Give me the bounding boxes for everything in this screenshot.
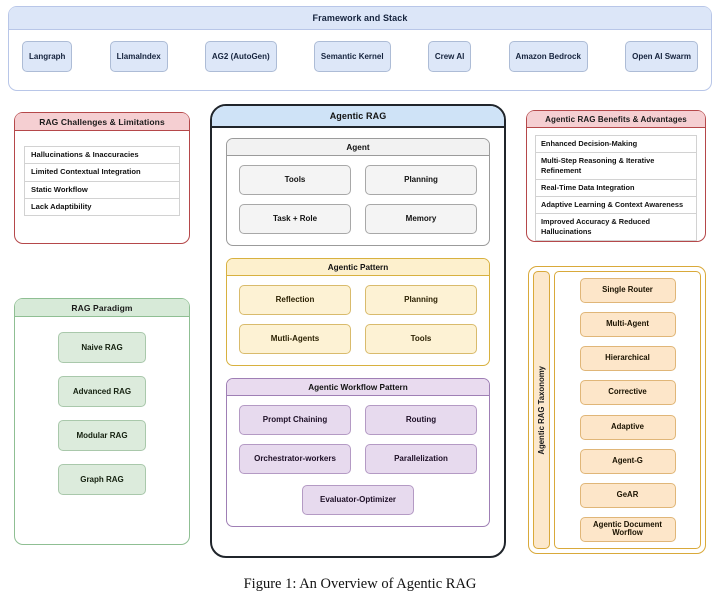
agentic-rag-benefits-body: Enhanced Decision-Making Multi-Step Reas… [527,128,705,249]
paradigm-chip-naive-rag[interactable]: Naive RAG [58,332,146,363]
rag-paradigm-body: Naive RAG Advanced RAG Modular RAG Graph… [15,317,189,504]
framework-chip-langraph[interactable]: Langraph [22,41,73,72]
agentic-rag-taxonomy-title: Agentic RAG Taxonomy [537,365,546,455]
list-item: Multi-Step Reasoning & Iterative Refinem… [536,153,696,180]
rag-paradigm-list: Naive RAG Advanced RAG Modular RAG Graph… [24,325,180,495]
list-item: Hallucinations & Inaccuracies [25,147,179,165]
agentic-workflow-grid: Prompt Chaining Routing Orchestrator-wor… [227,396,489,485]
framework-chip-row: Langraph LlamaIndex AG2 (AutoGen) Semant… [9,30,711,72]
framework-and-stack-title: Framework and Stack [9,7,711,30]
agentic-workflow-pattern-title: Agentic Workflow Pattern [227,379,489,396]
agent-grid: Tools Planning Task + Role Memory [227,156,489,245]
paradigm-chip-advanced-rag[interactable]: Advanced RAG [58,376,146,407]
workflow-cell-parallelization[interactable]: Parallelization [365,444,477,474]
agent-cell-memory[interactable]: Memory [365,204,477,234]
list-item: Static Workflow [25,182,179,199]
taxonomy-chip-corrective[interactable]: Corrective [579,380,676,406]
agent-panel: Agent Tools Planning Task + Role Memory [226,138,490,246]
agent-cell-tools[interactable]: Tools [239,165,351,195]
figure-caption: Figure 1: An Overview of Agentic RAG [243,576,477,592]
framework-chip-open-ai-swarm[interactable]: Open AI Swarm [625,41,698,72]
list-item: Adaptive Learning & Context Awareness [536,197,696,214]
taxonomy-chip-hierarchical[interactable]: Hierarchical [579,346,676,372]
pattern-cell-planning[interactable]: Planning [365,285,477,315]
agentic-workflow-solo-row: Evaluator-Optimizer [227,485,489,526]
agentic-rag-body: Agent Tools Planning Task + Role Memory … [212,128,504,527]
list-item: Improved Accuracy & Reduced Hallucinatio… [536,214,696,241]
workflow-cell-prompt-chaining[interactable]: Prompt Chaining [239,405,351,435]
agentic-rag-benefits-panel: Agentic RAG Benefits & Advantages Enhanc… [526,110,706,242]
framework-and-stack-panel: Framework and Stack Langraph LlamaIndex … [8,6,712,91]
agentic-rag-taxonomy-list: Single Router Multi-Agent Hierarchical C… [554,271,701,549]
agentic-workflow-pattern-panel: Agentic Workflow Pattern Prompt Chaining… [226,378,490,527]
taxonomy-chip-agent-g[interactable]: Agent-G [579,448,676,474]
rag-paradigm-panel: RAG Paradigm Naive RAG Advanced RAG Modu… [14,298,190,545]
agent-cell-planning[interactable]: Planning [365,165,477,195]
pattern-cell-multi-agents[interactable]: Mutli-Agents [239,324,351,354]
framework-chip-crew-ai[interactable]: Crew AI [427,41,472,72]
taxonomy-chip-multi-agent[interactable]: Multi-Agent [579,312,676,338]
list-item: Limited Contextual Integration [25,164,179,182]
taxonomy-chip-agentic-document-workflow[interactable]: Agentic Document Worflow [579,516,676,542]
taxonomy-chip-gear[interactable]: GeAR [579,482,676,508]
rag-challenges-title: RAG Challenges & Limitations [15,113,189,131]
agent-cell-task-role[interactable]: Task + Role [239,204,351,234]
agentic-pattern-panel: Agentic Pattern Reflection Planning Mutl… [226,258,490,366]
list-item: Lack Adaptibility [25,199,179,216]
agentic-rag-taxonomy-title-bar: Agentic RAG Taxonomy [533,271,550,549]
agent-title: Agent [227,139,489,156]
framework-chip-semantic-kernel[interactable]: Semantic Kernel [313,41,391,72]
workflow-cell-evaluator-optimizer[interactable]: Evaluator-Optimizer [302,485,414,515]
agentic-rag-benefits-title: Agentic RAG Benefits & Advantages [527,111,705,128]
agentic-pattern-title: Agentic Pattern [227,259,489,276]
list-item: Enhanced Decision-Making [536,136,696,153]
agentic-rag-benefits-list: Enhanced Decision-Making Multi-Step Reas… [535,135,697,241]
rag-paradigm-title: RAG Paradigm [15,299,189,317]
rag-challenges-body: Hallucinations & Inaccuracies Limited Co… [15,131,189,225]
agentic-rag-panel: Agentic RAG Agent Tools Planning Task + … [210,104,506,558]
framework-chip-ag2-autogen[interactable]: AG2 (AutoGen) [204,41,277,72]
rag-challenges-panel: RAG Challenges & Limitations Hallucinati… [14,112,190,244]
pattern-cell-reflection[interactable]: Reflection [239,285,351,315]
agentic-rag-title: Agentic RAG [212,106,504,128]
agentic-rag-taxonomy-panel: Agentic RAG Taxonomy Single Router Multi… [528,266,706,554]
taxonomy-chip-single-router[interactable]: Single Router [579,278,676,303]
paradigm-chip-graph-rag[interactable]: Graph RAG [58,464,146,495]
rag-challenges-list: Hallucinations & Inaccuracies Limited Co… [24,146,180,216]
agentic-pattern-grid: Reflection Planning Mutli-Agents Tools [227,276,489,365]
paradigm-chip-modular-rag[interactable]: Modular RAG [58,420,146,451]
list-item: Real-Time Data Integration [536,180,696,197]
pattern-cell-tools[interactable]: Tools [365,324,477,354]
workflow-cell-orchestrator-workers[interactable]: Orchestrator-workers [239,444,351,474]
workflow-cell-routing[interactable]: Routing [365,405,477,435]
framework-chip-llamaindex[interactable]: LlamaIndex [109,41,168,72]
taxonomy-chip-adaptive[interactable]: Adaptive [579,414,676,440]
framework-chip-amazon-bedrock[interactable]: Amazon Bedrock [508,41,588,72]
